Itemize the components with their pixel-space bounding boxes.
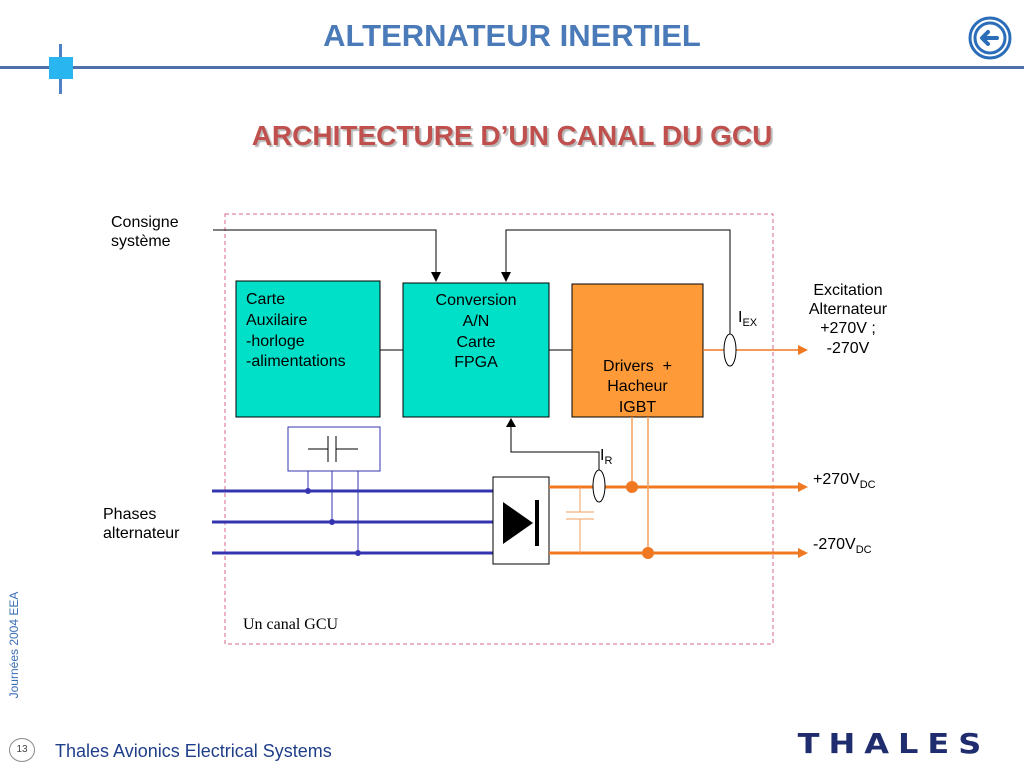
slide-title: ALTERNATEUR INERTIEL	[323, 18, 701, 53]
ir-label: IR	[600, 447, 613, 468]
phase-node-3	[355, 550, 361, 556]
iex-label: IEX	[738, 309, 758, 330]
drivers-box	[571, 283, 704, 418]
side-event-label: Journées 2004 EEA	[7, 591, 21, 699]
back-arrow-icon	[968, 16, 1012, 60]
canal-label: Un canal GCU	[243, 616, 339, 633]
title-marker-square	[49, 57, 73, 79]
title-rule	[0, 66, 1024, 69]
ir-sensor	[592, 469, 606, 503]
excitation-arrowhead	[798, 345, 808, 355]
consigne-arrowhead	[431, 272, 441, 282]
iex-sensor	[723, 333, 737, 367]
dc-pos-node	[626, 481, 638, 493]
page-number: 13	[9, 738, 35, 762]
dc-pos-arrowhead	[798, 482, 808, 492]
thales-logo: THALES	[798, 730, 991, 760]
dc-neg-arrowhead	[798, 548, 808, 558]
footer-company: Thales Avionics Electrical Systems	[55, 741, 332, 761]
filter-capacitor-box	[287, 426, 381, 472]
back-button[interactable]	[968, 16, 1012, 60]
ir-feedback-line	[510, 424, 600, 470]
conversion-box	[402, 282, 550, 418]
ir-arrowhead	[506, 418, 516, 427]
phase-node-1	[305, 488, 311, 494]
slide-subtitle: ARCHITECTURE D’UN CANAL DU GCU	[251, 120, 773, 151]
diode-symbol	[503, 502, 533, 544]
feedback-line	[505, 229, 731, 334]
svg-text:THALES: THALES	[798, 730, 991, 760]
phase-node-2	[329, 519, 335, 525]
feedback-arrowhead	[501, 272, 511, 282]
carte-auxilaire-box	[235, 280, 381, 418]
dc-neg-node	[642, 547, 654, 559]
consigne-line	[213, 229, 437, 274]
gcu-channel-frame	[224, 213, 774, 645]
dc-pos-label: +270VDC	[813, 471, 876, 492]
dc-neg-label: -270VDC	[813, 536, 872, 557]
